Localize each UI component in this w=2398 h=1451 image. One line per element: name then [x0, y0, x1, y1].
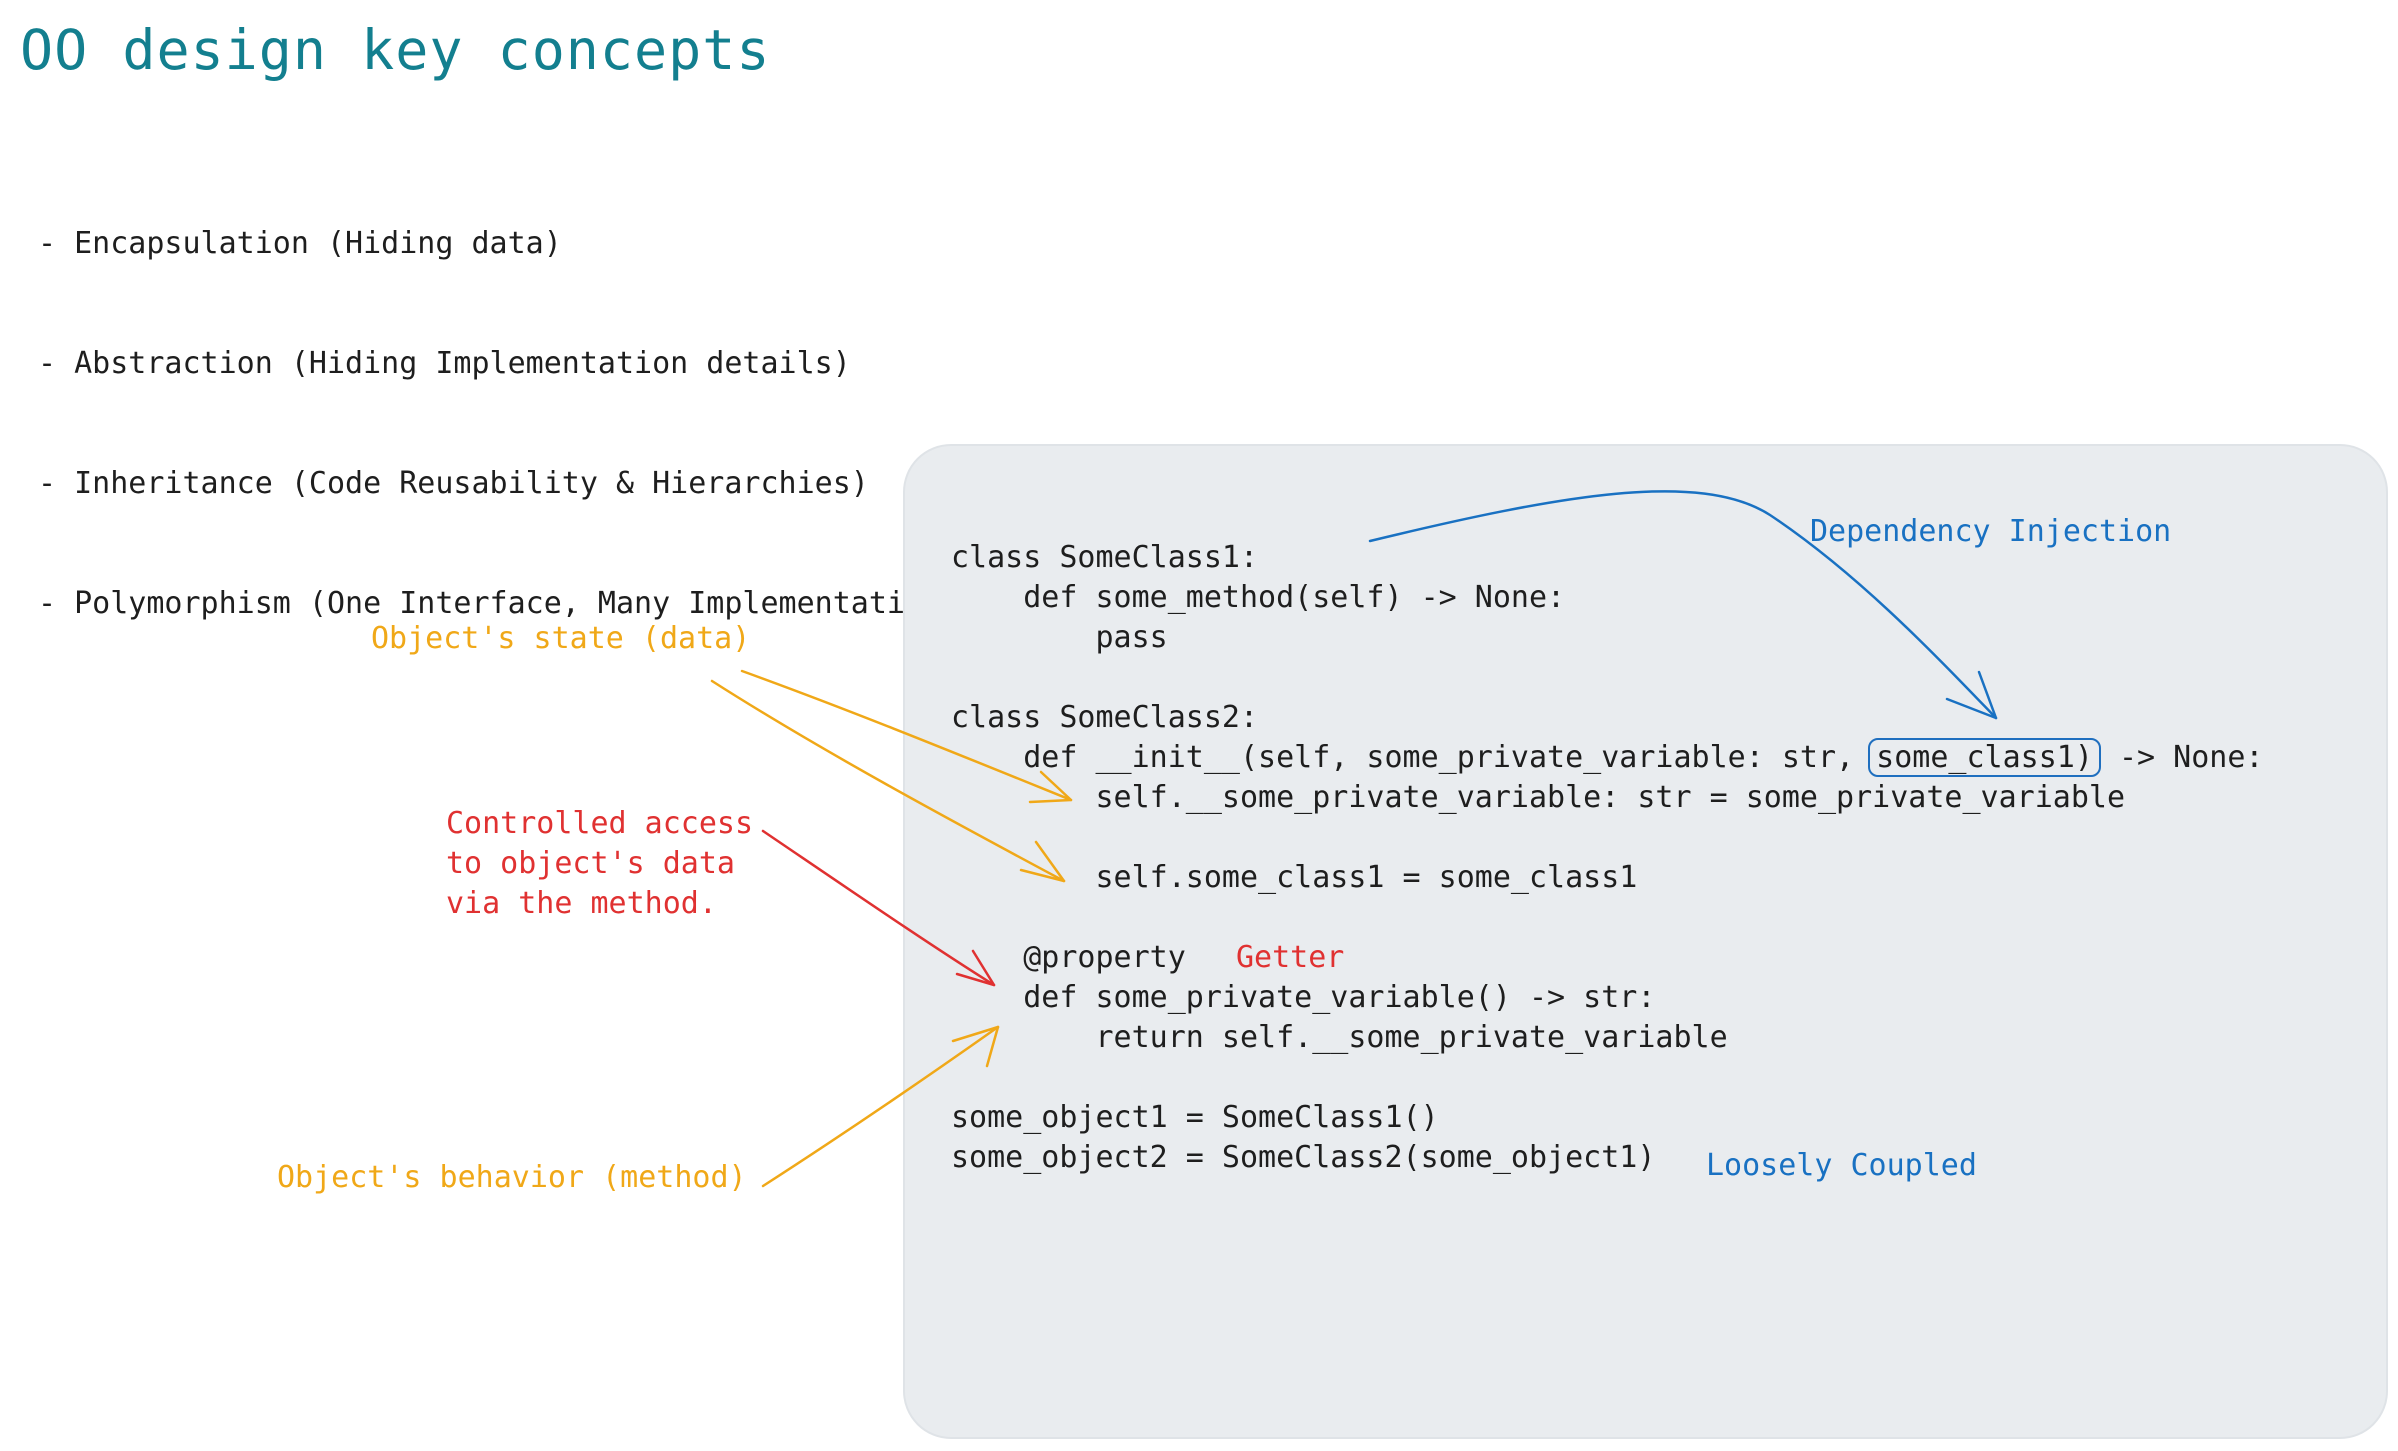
page-title: OO design key concepts	[20, 18, 771, 82]
code-line: def some_private_variable() -> str:	[951, 980, 1656, 1015]
getter-annotation: Getter	[1236, 940, 1345, 975]
code-line: return self.__some_private_variable	[951, 1020, 1728, 1055]
loosely-coupled-annotation: Loosely Coupled	[1706, 1148, 1977, 1183]
code-line: some_object2 = SomeClass2(some_object1)	[951, 1140, 1656, 1175]
code-line	[951, 1058, 2263, 1098]
concepts-list: - Encapsulation (Hiding data) - Abstract…	[38, 144, 977, 664]
code-line: self.some_class1 = some_class1	[951, 860, 1638, 895]
concept-encapsulation: - Encapsulation (Hiding data)	[38, 226, 562, 261]
dependency-injection-annotation: Dependency Injection	[1810, 514, 2172, 549]
code-line: def some_method(self) -> None:	[951, 580, 1566, 615]
code-block: class SomeClass1: def some_method(self) …	[951, 538, 2263, 1178]
code-line: self.__some_private_variable: str = some…	[951, 780, 2125, 815]
state-annotation: Object's state (data)	[371, 621, 751, 656]
code-line	[951, 818, 2263, 858]
code-line-init: def __init__(self, some_private_variable…	[951, 738, 2263, 778]
injected-parameter-box: some_class1)	[1868, 738, 2101, 777]
code-fragment: -> None:	[2100, 740, 2264, 775]
controlled-access-annotation: Controlled access to object's data via t…	[446, 806, 754, 921]
code-line: class SomeClass2:	[951, 700, 1259, 735]
code-line	[951, 898, 2263, 938]
code-line: class SomeClass1:	[951, 540, 1259, 575]
code-line: @property	[951, 940, 1186, 975]
code-line	[951, 658, 2263, 698]
behavior-annotation: Object's behavior (method)	[277, 1160, 747, 1195]
code-line: some_object1 = SomeClass1()	[951, 1100, 1439, 1135]
concept-abstraction: - Abstraction (Hiding Implementation det…	[38, 346, 851, 381]
concept-inheritance: - Inheritance (Code Reusability & Hierar…	[38, 466, 869, 501]
code-fragment: def __init__(self, some_private_variable…	[951, 740, 1855, 775]
code-line: pass	[951, 620, 1168, 655]
concept-polymorphism: - Polymorphism (One Interface, Many Impl…	[38, 586, 978, 621]
